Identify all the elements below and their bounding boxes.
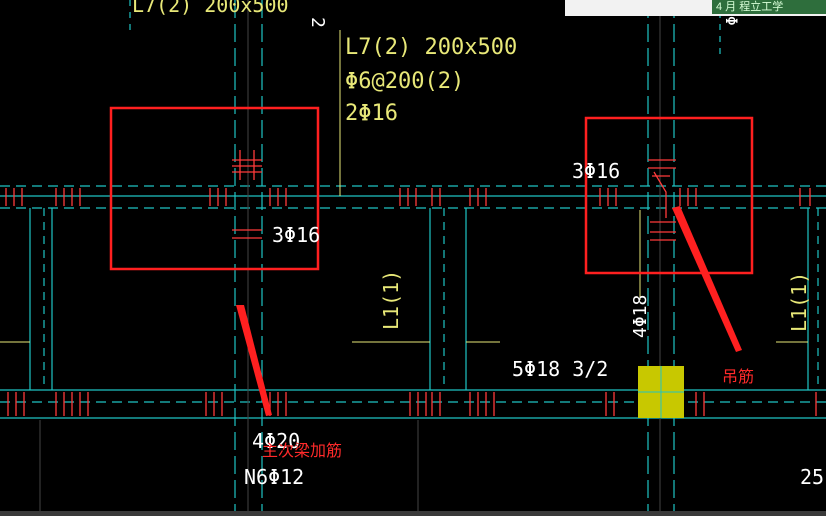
clipped-beam-label: L7(2) 200x500 [132, 0, 289, 17]
top-bars-label: 2Φ16 [345, 101, 398, 126]
left-bars-label: 3Φ16 [272, 223, 320, 247]
grid-mark-right: Φ [722, 16, 741, 26]
beam-L1-right-label: L1(1) [787, 272, 811, 332]
highlight-box-left [109, 106, 320, 271]
bottom-bars-label: 5Φ18 3/2 [512, 357, 608, 381]
torsion-bars-label: N6Φ12 [244, 465, 304, 489]
secondary-beam-annotation: 主次梁加筋 [262, 441, 342, 460]
vertical-bars-label: 4Φ18 [630, 295, 651, 338]
status-badge[interactable]: 4 月 程立工学 [712, 0, 826, 14]
stirrup-spec-label: Φ6@200(2) [345, 69, 464, 94]
column-block [638, 366, 684, 418]
grid-mark-2: 2 [307, 17, 328, 28]
stirrup-hanger-annotation: 吊筋 [722, 367, 754, 386]
right-bars-label: 3Φ16 [572, 159, 620, 183]
leader-lines [0, 30, 808, 343]
stirrup-ticks [5, 150, 817, 416]
highlight-box-right [584, 116, 754, 275]
bottom-edge-bar [0, 511, 826, 516]
beam-name-label: L7(2) 200x500 [345, 35, 517, 60]
corner-number-label: 25 [800, 465, 824, 489]
main-bottom-label: 4Φ20 [252, 429, 300, 453]
arrow-left [236, 305, 272, 416]
beam-L1-left-label: L1(1) [379, 270, 403, 330]
arrow-right [672, 206, 742, 352]
